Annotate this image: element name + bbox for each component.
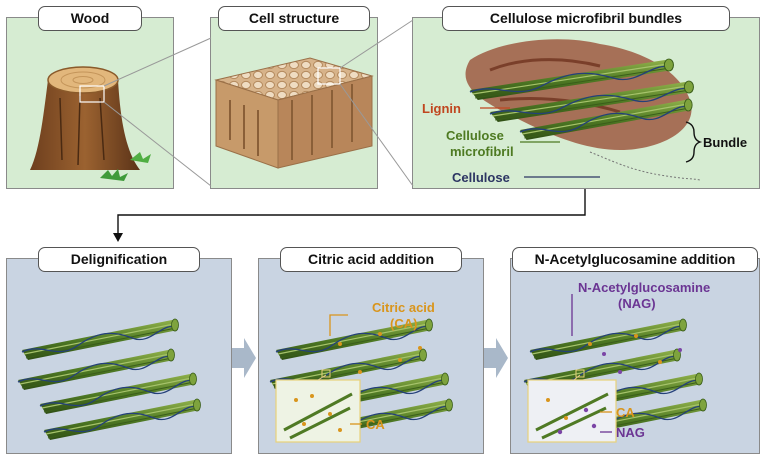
- nag-inset: [527, 294, 617, 443]
- citric-acid-inset: [275, 314, 362, 443]
- nag-inset-ca-label: CA: [616, 405, 635, 420]
- zoom-lines-wood: [103, 37, 212, 187]
- delignified-bundles: [17, 318, 202, 441]
- citric-acid-label-line2: (CA): [390, 316, 418, 331]
- microfibril-label-line1: Cellulose: [446, 128, 504, 143]
- lignin-label: Lignin: [422, 101, 461, 116]
- zoom-lines-cell: [339, 19, 414, 187]
- citric-inset-ca-label: CA: [366, 417, 385, 432]
- cell-structure-block: [214, 57, 374, 169]
- cellulose-label: Cellulose: [452, 170, 510, 185]
- nag-inset-nag-label: NAG: [616, 425, 645, 440]
- citric-acid-title: Citric acid addition: [280, 247, 462, 272]
- nag-label-line1: N-Acetylglucosamine: [578, 280, 711, 295]
- nag-title: N-Acetylglucosamine addition: [512, 247, 758, 272]
- wood-title: Wood: [38, 6, 142, 31]
- chevron-arrow-1: [232, 338, 256, 378]
- nag-label-line2: (NAG): [618, 296, 656, 311]
- process-arrow: [113, 189, 586, 242]
- nag-bundles: [523, 318, 708, 441]
- citric-acid-label-line1: Citric acid: [372, 300, 435, 315]
- delignification-title: Delignification: [38, 247, 200, 272]
- leader-lines-top: [480, 107, 703, 178]
- chevron-arrow-2: [484, 338, 508, 378]
- lignin-bundle-illustration: [465, 39, 701, 181]
- cell-structure-title: Cell structure: [218, 6, 370, 31]
- bundles-title: Cellulose microfibril bundles: [442, 6, 730, 31]
- microfibril-label-line2: microfibril: [450, 144, 514, 159]
- tree-stump-illustration: [30, 66, 151, 181]
- bundle-label: Bundle: [703, 135, 748, 150]
